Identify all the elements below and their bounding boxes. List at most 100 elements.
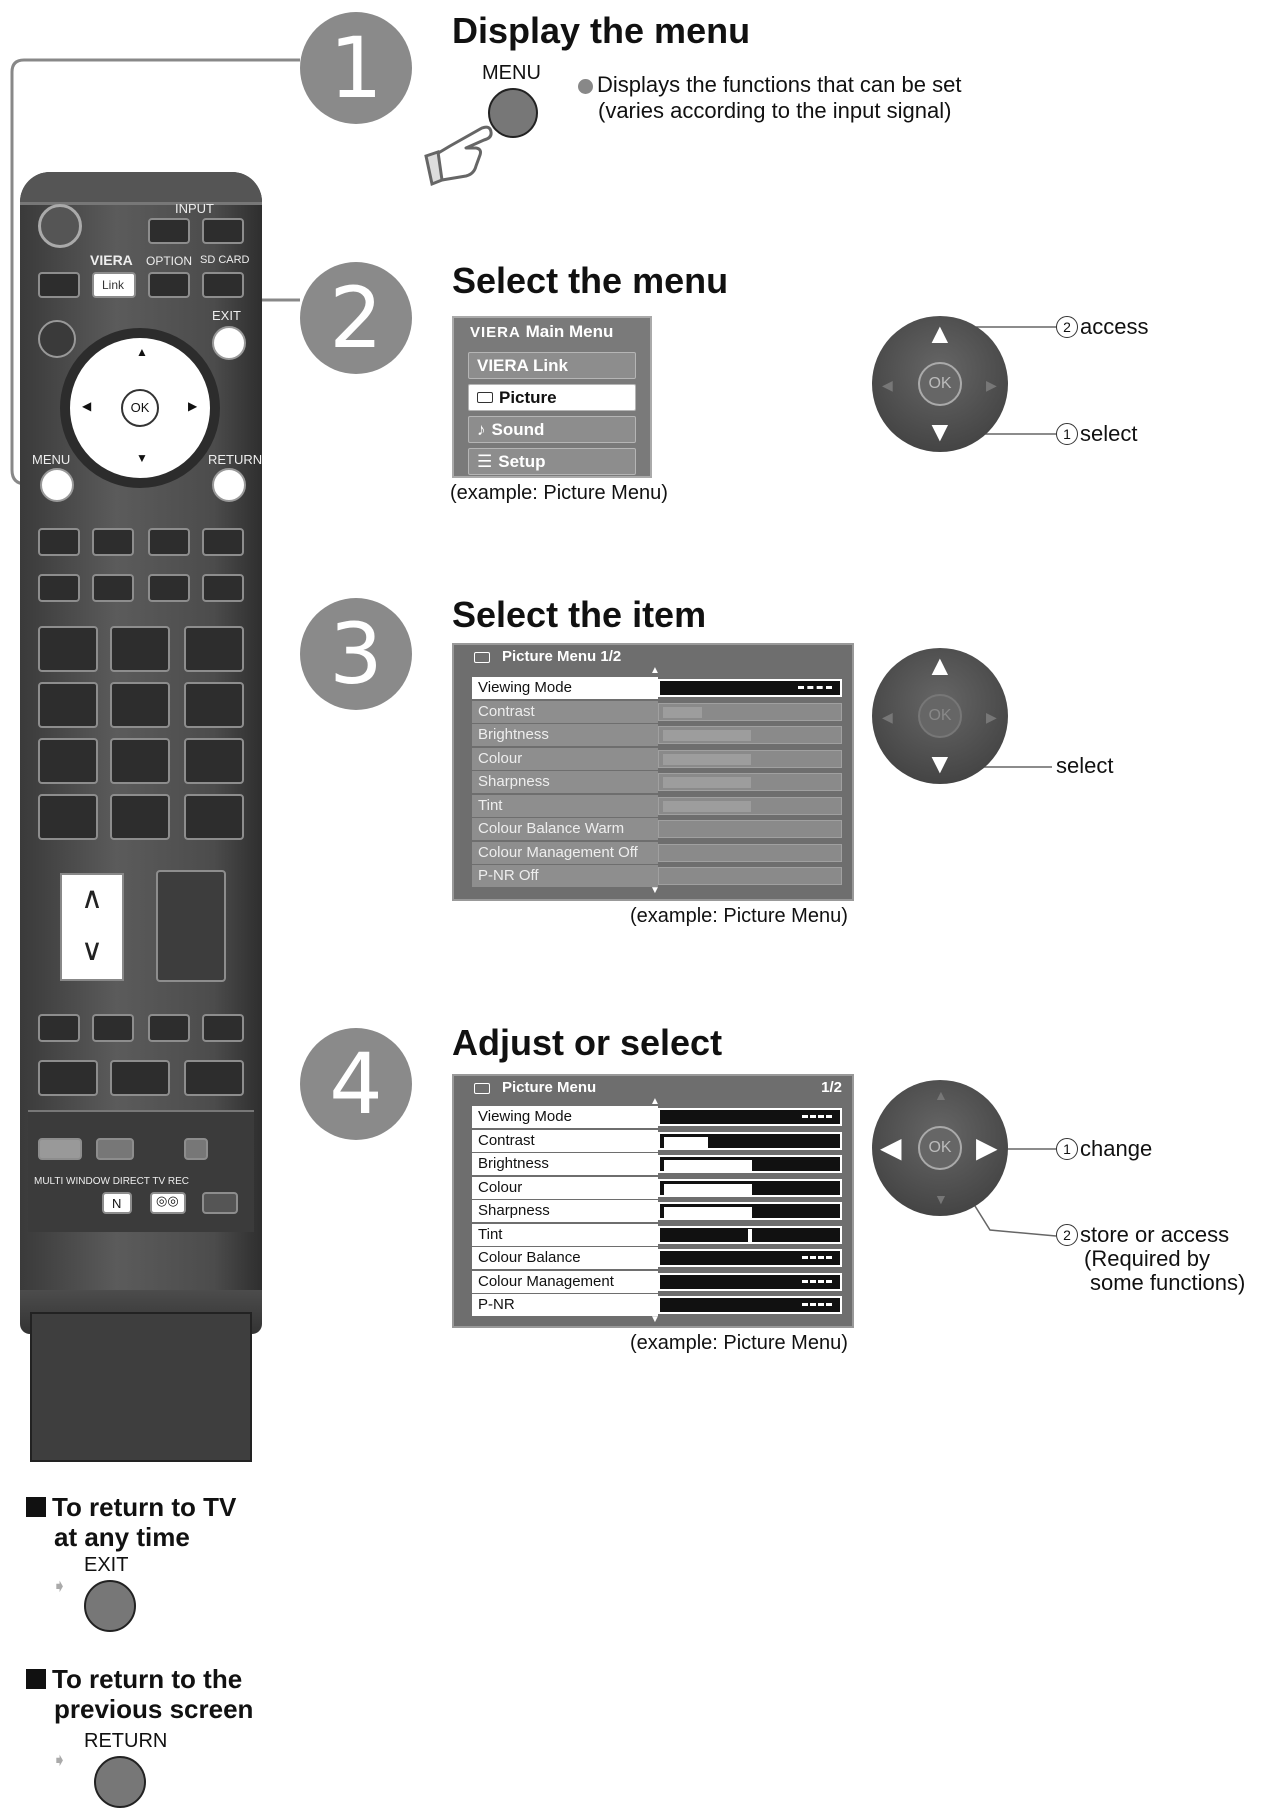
callout-access-text: access — [1080, 314, 1149, 339]
number-key[interactable] — [184, 794, 244, 840]
step-number-4: 4 — [300, 1028, 412, 1140]
picture-menu-row[interactable]: Viewing Mode — [472, 1106, 842, 1128]
remote-key[interactable] — [38, 1060, 98, 1096]
dpad-up-icon: ▲ — [136, 345, 148, 359]
main-menu-caption: (example: Picture Menu) — [450, 482, 668, 504]
main-menu-item-setup[interactable]: ☰Setup — [468, 448, 636, 475]
number-key[interactable] — [38, 682, 98, 728]
viera-link-key[interactable] — [92, 272, 136, 298]
input-key-1[interactable] — [148, 218, 190, 244]
menu-button[interactable] — [488, 88, 538, 138]
number-key[interactable] — [110, 682, 170, 728]
picture-menu-row[interactable]: Tint — [472, 1223, 842, 1246]
dpad-step4[interactable]: ▲ ▼ ◀ ▶ OK — [872, 1080, 1008, 1216]
remote-key[interactable] — [38, 574, 80, 602]
picture-menu-row[interactable]: P-NR Off — [472, 865, 842, 887]
picture-icon — [477, 392, 493, 403]
remote-key[interactable] — [184, 1060, 244, 1096]
number-key[interactable] — [110, 626, 170, 672]
remote-key[interactable] — [38, 1014, 80, 1042]
number-key[interactable] — [38, 794, 98, 840]
n-key[interactable] — [102, 1192, 132, 1214]
dpad-down-icon: ▼ — [136, 451, 148, 465]
menu-key[interactable] — [40, 468, 74, 502]
remote-key[interactable] — [202, 528, 244, 556]
remote-key[interactable] — [92, 528, 134, 556]
channel-rocker[interactable]: ∧ ∨ — [60, 873, 124, 981]
number-key[interactable] — [184, 738, 244, 784]
remote-key[interactable] — [148, 574, 190, 602]
remote-key[interactable] — [148, 528, 190, 556]
picture-menu-row[interactable]: Colour Balance Warm — [472, 818, 842, 840]
return-button[interactable] — [94, 1756, 146, 1808]
number-key[interactable] — [184, 626, 244, 672]
dpad-ok-button[interactable]: OK — [918, 694, 962, 738]
remote-label-viera: VIERA — [90, 252, 133, 268]
picture-menu-title: Picture Menu 1/2 — [454, 645, 852, 669]
return-key[interactable] — [212, 468, 246, 502]
picture-menu-row[interactable]: Colour — [472, 1176, 842, 1199]
remote-key[interactable] — [148, 1014, 190, 1042]
tv-rec-key[interactable] — [150, 1192, 186, 1214]
remote-key[interactable] — [110, 1060, 170, 1096]
dpad-step3[interactable]: ▲ ▼ ◀ ▶ OK — [872, 648, 1008, 784]
power-button[interactable] — [38, 204, 82, 248]
number-key[interactable] — [110, 794, 170, 840]
main-menu-item-picture[interactable]: Picture — [468, 384, 636, 411]
remote-key[interactable] — [202, 1014, 244, 1042]
main-menu-item-sound[interactable]: ♪Sound — [468, 416, 636, 443]
picture-menu-row-slider — [658, 702, 842, 721]
picture-menu-row[interactable]: Colour Management Off — [472, 841, 842, 864]
number-key[interactable] — [38, 626, 98, 672]
picture-menu-row[interactable]: Colour — [472, 747, 842, 770]
dpad-up-arrow-icon: ▲ — [934, 1087, 948, 1103]
remote-key[interactable] — [92, 574, 134, 602]
dpad-step2[interactable]: ▲ ▼ ◀ ▶ OK — [872, 316, 1008, 452]
remote-key[interactable] — [92, 1014, 134, 1042]
remote-key[interactable] — [96, 1138, 134, 1160]
picture-menu-row[interactable]: Contrast — [472, 700, 842, 723]
picture-menu-row-label: Contrast — [472, 1129, 658, 1152]
remote-ok-button[interactable]: OK — [121, 389, 159, 427]
remote-key[interactable] — [202, 1192, 238, 1214]
link-key-label: Link — [102, 278, 125, 292]
remote-key[interactable] — [184, 1138, 208, 1160]
dpad-ok-button[interactable]: OK — [918, 362, 962, 406]
remote-round-key[interactable] — [38, 320, 76, 358]
dpad-left-arrow-icon: ◀ — [882, 709, 893, 725]
number-key[interactable] — [38, 738, 98, 784]
number-key[interactable] — [184, 682, 244, 728]
picture-menu-row[interactable]: Viewing Mode — [472, 677, 842, 699]
main-menu-title: VIERA Main Menu — [454, 318, 650, 346]
picture-menu-row[interactable]: Contrast — [472, 1129, 842, 1152]
picture-menu-row[interactable]: Sharpness — [472, 1200, 842, 1222]
remote-key[interactable] — [38, 1138, 82, 1160]
step-title-3: Select the item — [452, 594, 707, 635]
sdcard-key[interactable] — [202, 272, 244, 298]
main-menu-title-text: Main Menu — [525, 322, 614, 341]
picture-menu-row-slider — [658, 726, 842, 744]
input-key-2[interactable] — [202, 218, 244, 244]
number-key[interactable] — [110, 738, 170, 784]
picture-menu-row[interactable]: Brightness — [472, 1153, 842, 1175]
picture-menu-row-slider — [658, 1108, 842, 1126]
remote-key[interactable] — [202, 574, 244, 602]
volume-rocker[interactable] — [156, 870, 226, 982]
exit-button[interactable] — [84, 1580, 136, 1632]
picture-menu-row[interactable]: Sharpness — [472, 771, 842, 793]
picture-menu-row[interactable]: Brightness — [472, 724, 842, 746]
picture-menu-row[interactable]: Tint — [472, 794, 842, 817]
step-title-4: Adjust or select — [452, 1022, 723, 1063]
exit-key[interactable] — [212, 326, 246, 360]
picture-menu-row[interactable]: Colour Balance — [472, 1247, 842, 1269]
dpad-ok-button[interactable]: OK — [918, 1126, 962, 1170]
remote-key-left[interactable] — [38, 272, 80, 298]
picture-menu-row[interactable]: Colour Management — [472, 1270, 842, 1293]
picture-menu-row[interactable]: P-NR — [472, 1294, 842, 1316]
list-icon: ☰ — [477, 452, 493, 471]
remote-key[interactable] — [38, 528, 80, 556]
option-key[interactable] — [148, 272, 190, 298]
main-menu-item-viera-link[interactable]: VIERA Link — [468, 352, 636, 379]
channel-up-icon: ∧ — [81, 881, 103, 916]
